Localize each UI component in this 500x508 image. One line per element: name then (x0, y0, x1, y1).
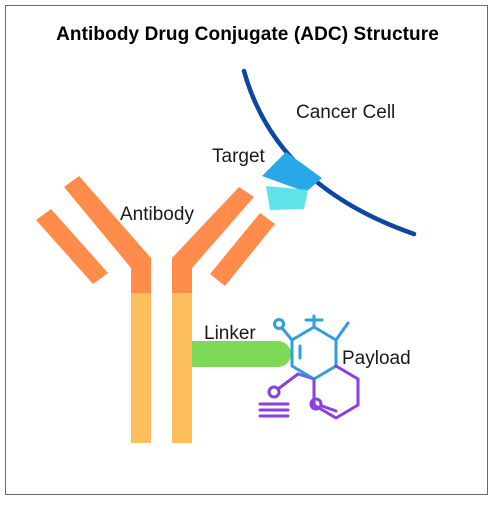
label-antibody: Antibody (120, 204, 194, 225)
label-target: Target (212, 146, 265, 167)
label-payload: Payload (342, 348, 411, 369)
linker-bar (192, 341, 291, 367)
target-icon (262, 152, 322, 210)
adc-diagram (36, 68, 417, 443)
diagram-frame: Antibody Drug Conjugate (ADC) Structure (5, 5, 488, 495)
cancer-cell-membrane (241, 68, 417, 237)
diagram-title: Antibody Drug Conjugate (ADC) Structure (56, 24, 439, 45)
antibody-icon (36, 176, 275, 443)
label-cancer-cell: Cancer Cell (296, 102, 396, 123)
label-linker: Linker (204, 323, 256, 344)
payload-molecule-icon (258, 314, 360, 420)
